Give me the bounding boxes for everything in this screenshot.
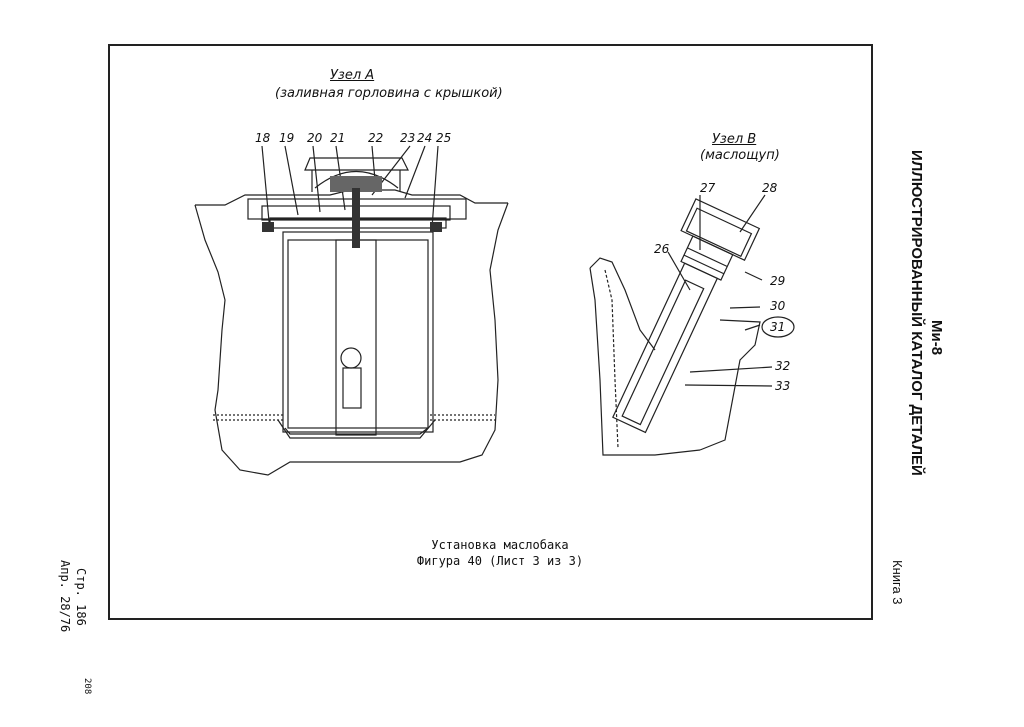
node-a-subtitle: (заливная горловина с крышкой) bbox=[275, 86, 503, 101]
callout-21: 21 bbox=[330, 131, 345, 145]
figure-caption: Установка маслобака Фигура 40 (Лист 3 из… bbox=[380, 537, 620, 569]
callout-27: 27 bbox=[700, 181, 716, 195]
caption-line-1: Установка маслобака bbox=[431, 538, 569, 552]
callout-22: 22 bbox=[368, 131, 383, 145]
book-label: Книга 3 bbox=[890, 560, 905, 605]
callout-19: 19 bbox=[279, 131, 294, 145]
callout-23: 23 bbox=[400, 131, 415, 145]
callout-20: 20 bbox=[307, 131, 323, 145]
callout-25: 25 bbox=[436, 131, 451, 145]
callout-26: 26 bbox=[654, 242, 670, 256]
revision-date: Апр. 28/76 bbox=[58, 560, 72, 633]
node-a-title-text: Узел А bbox=[330, 68, 375, 83]
dipstick-assembly-b bbox=[589, 194, 795, 456]
callout-31: 31 bbox=[770, 320, 785, 334]
node-b-title-text: Узел В bbox=[712, 132, 757, 147]
node-b-title: Узел В bbox=[712, 132, 756, 147]
callout-32: 32 bbox=[775, 359, 790, 373]
callout-29: 29 bbox=[770, 274, 785, 288]
callout-28: 28 bbox=[762, 181, 778, 195]
drawing-frame bbox=[108, 44, 873, 620]
callout-30: 30 bbox=[770, 299, 786, 313]
callout-24: 24 bbox=[417, 131, 432, 145]
node-b-subtitle: (маслощуп) bbox=[700, 148, 780, 163]
catalog-title: ИЛЛЮСТРИРОВАННЫЙ КАТАЛОГ ДЕТАЛЕЙ bbox=[908, 150, 925, 476]
aircraft-title: Ми-8 bbox=[928, 320, 945, 356]
sheet-number: 208 bbox=[82, 678, 92, 695]
oil-tank-assembly-a bbox=[194, 145, 509, 476]
callout-18: 18 bbox=[255, 131, 271, 145]
caption-line-2: Фигура 40 (Лист 3 из 3) bbox=[416, 554, 584, 568]
callout-33: 33 bbox=[775, 379, 790, 393]
page-number: Стр. 186 bbox=[74, 568, 88, 626]
node-a-title: Узел А bbox=[330, 68, 374, 83]
